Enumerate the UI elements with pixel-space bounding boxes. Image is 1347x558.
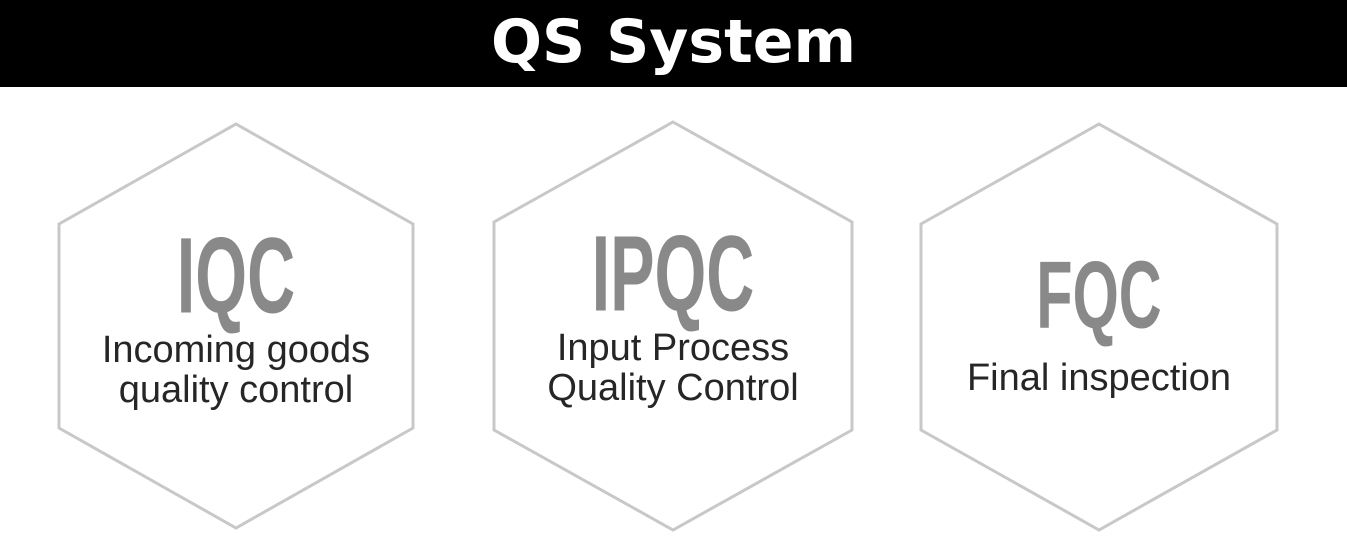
stage-description-line1: Input Process [556, 327, 790, 369]
stage-description-line2: quality control [118, 369, 354, 411]
page-title: QS System [490, 7, 857, 77]
stage-description-line2: Quality Control [547, 367, 799, 409]
stage-description-line1: Incoming goods [101, 329, 371, 371]
hexagon-ipqc [492, 120, 854, 532]
header-bar [0, 0, 1347, 87]
hexagon-fqc [919, 122, 1279, 532]
stage-iqc: IQC Incoming goods quality control [60, 215, 412, 411]
stage-abbreviation: IPQC [591, 213, 755, 334]
stage-ipqc: IPQC Input Process Quality Control [495, 213, 851, 409]
stage-fqc: FQC Final inspection [922, 240, 1276, 399]
stage-description-line1: Final inspection [966, 357, 1232, 399]
hexagon-iqc [57, 122, 415, 530]
stage-abbreviation: FQC [1036, 240, 1162, 348]
stage-abbreviation: IQC [176, 215, 296, 336]
